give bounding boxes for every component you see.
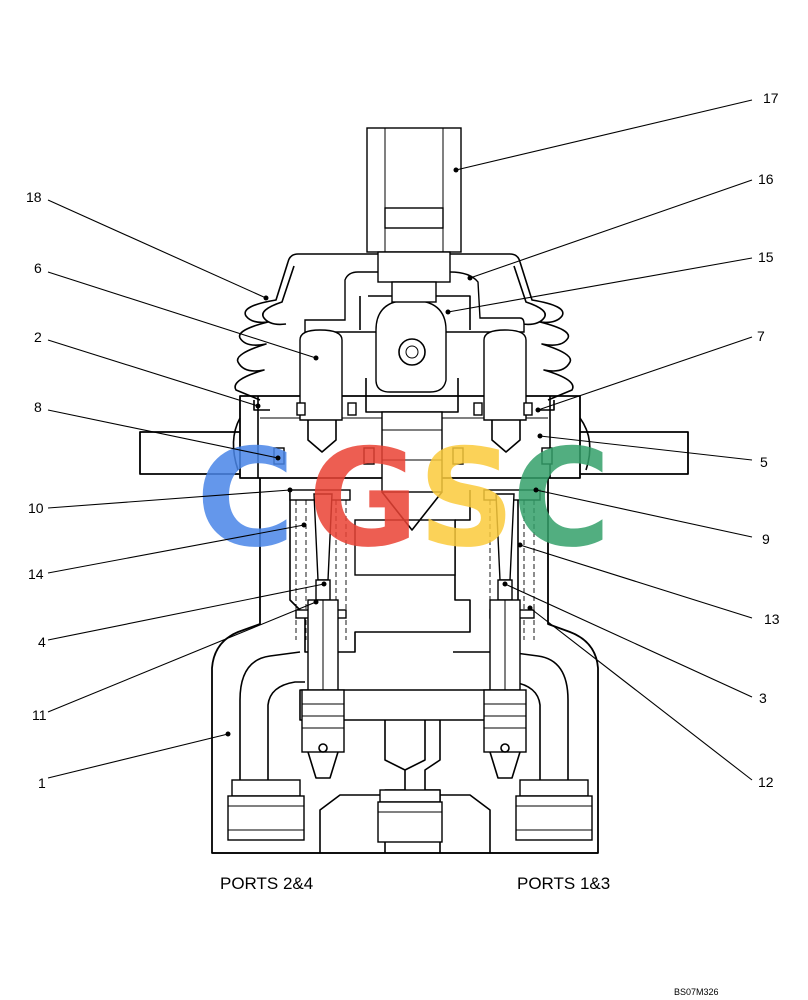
callout-leaders (47, 99, 753, 781)
callout-7: 7 (757, 328, 765, 344)
watermark-letter-g: G (308, 420, 419, 577)
callout-2: 2 (34, 329, 42, 345)
push-rod-right (483, 329, 527, 453)
center-plunger (381, 411, 443, 531)
watermark-letter-c1: C (196, 420, 295, 577)
callout-14: 14 (28, 566, 44, 582)
callout-15: 15 (758, 249, 774, 265)
port-fitting-center (377, 789, 443, 843)
callout-10: 10 (28, 500, 44, 516)
lever-shaft (366, 127, 462, 303)
callout-4: 4 (38, 634, 46, 650)
callout-13: 13 (764, 611, 780, 627)
callout-9: 9 (762, 531, 770, 547)
o-rings (253, 400, 555, 465)
callout-1: 1 (38, 775, 46, 791)
callout-18: 18 (26, 189, 42, 205)
callout-3: 3 (759, 690, 767, 706)
callout-17: 17 (763, 90, 779, 106)
callout-11: 11 (32, 707, 47, 723)
callout-8: 8 (34, 399, 42, 415)
push-rod-left (299, 329, 343, 453)
port-fitting-left (227, 779, 305, 841)
spool-left (301, 493, 345, 779)
watermark: C G S C (196, 420, 611, 577)
callout-6: 6 (34, 260, 42, 276)
callout-5: 5 (760, 454, 768, 470)
callout-16: 16 (758, 171, 774, 187)
drawing-code: BS07M326 (674, 987, 719, 997)
callout-12: 12 (758, 774, 774, 790)
watermark-letter-c2: C (512, 420, 611, 577)
port-label-left: PORTS 2&4 (220, 874, 313, 893)
port-fitting-right (515, 779, 593, 841)
callout-numbers: 17 16 15 7 5 9 13 3 12 18 6 2 8 10 14 4 … (26, 90, 780, 791)
watermark-letter-s: S (418, 420, 515, 577)
spool-right (483, 493, 527, 779)
port-label-right: PORTS 1&3 (517, 874, 610, 893)
